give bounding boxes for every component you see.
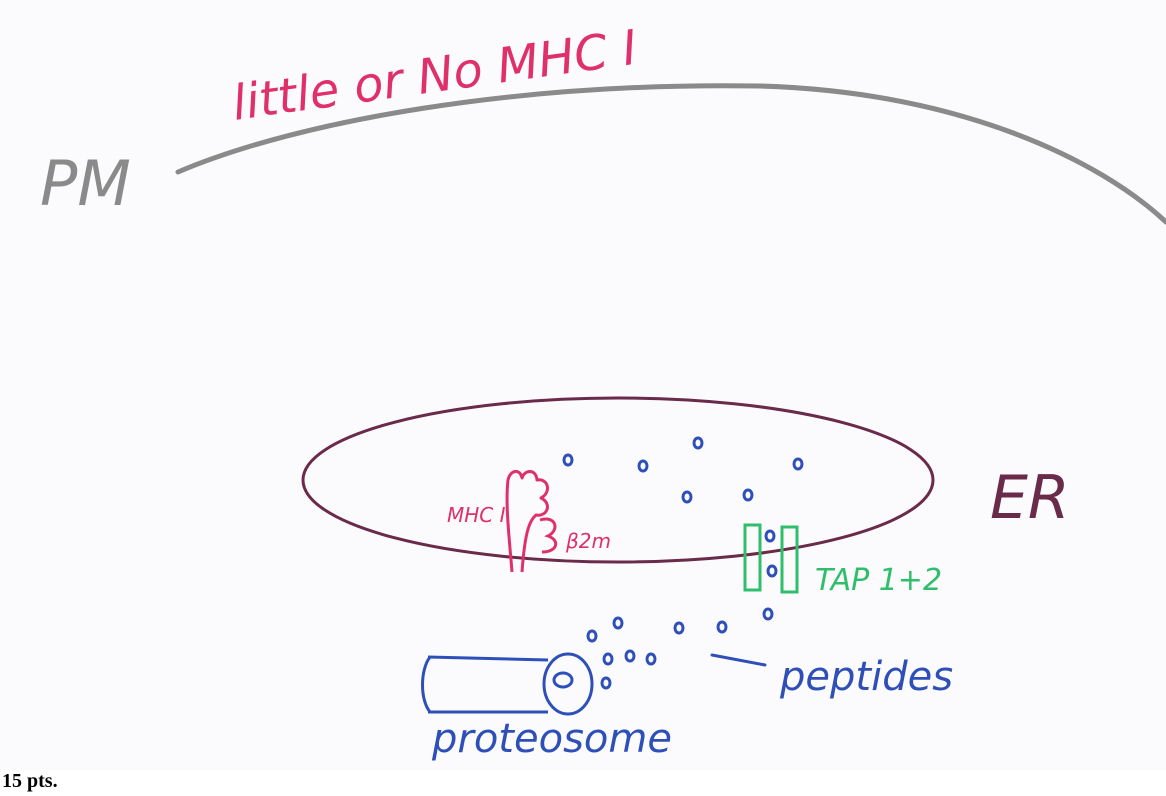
peptide-dot — [764, 529, 776, 543]
er-peptides — [562, 436, 804, 504]
tap2-channel — [780, 525, 799, 594]
proteasome-opening — [542, 652, 594, 716]
peptide-dot — [637, 459, 649, 473]
membrane-note: little or No MHC I — [229, 20, 641, 132]
b2m-domain — [539, 517, 558, 554]
tap-label: TAP 1+2 — [815, 563, 942, 598]
peptide-dot — [562, 453, 574, 467]
peptide-dot — [742, 488, 754, 502]
tap1-channel — [743, 523, 762, 592]
tap-peptides — [764, 529, 778, 578]
peptide-dot — [762, 607, 774, 621]
peptide-dot — [692, 436, 704, 450]
proteasome-label: proteosome — [431, 716, 672, 762]
mhc-i-molecule — [505, 470, 549, 573]
cytosolic-peptides — [586, 607, 774, 690]
pm-label: PM — [40, 147, 131, 220]
peptides-pointer — [710, 653, 767, 667]
plasma-membrane-line — [175, 83, 1166, 225]
proteasome-inner — [552, 671, 574, 689]
peptides-label: peptides — [779, 654, 953, 700]
peptide-dot — [586, 629, 598, 643]
peptide-dot — [716, 620, 728, 634]
proteasome — [421, 652, 594, 716]
peptide-dot — [645, 652, 657, 666]
paper-background — [0, 0, 1166, 770]
peptide-dot — [766, 564, 778, 578]
mhc-label: MHC I — [447, 503, 506, 527]
antigen-presentation-diagram: PM little or No MHC I ER MHC I β2m TAP 1… — [40, 20, 1166, 762]
points-label: 15 pts. — [2, 770, 58, 792]
peptide-dot — [602, 652, 614, 666]
peptide-dot — [792, 457, 804, 471]
peptide-dot — [681, 490, 693, 504]
er-label: ER — [990, 463, 1070, 533]
proteasome-barrel — [421, 655, 549, 714]
er-outline — [301, 396, 935, 564]
peptide-dot — [612, 616, 624, 630]
peptide-dot — [624, 649, 636, 663]
peptide-dot — [600, 676, 612, 690]
peptide-dot — [673, 621, 685, 635]
b2m-label: β2m — [565, 529, 611, 553]
